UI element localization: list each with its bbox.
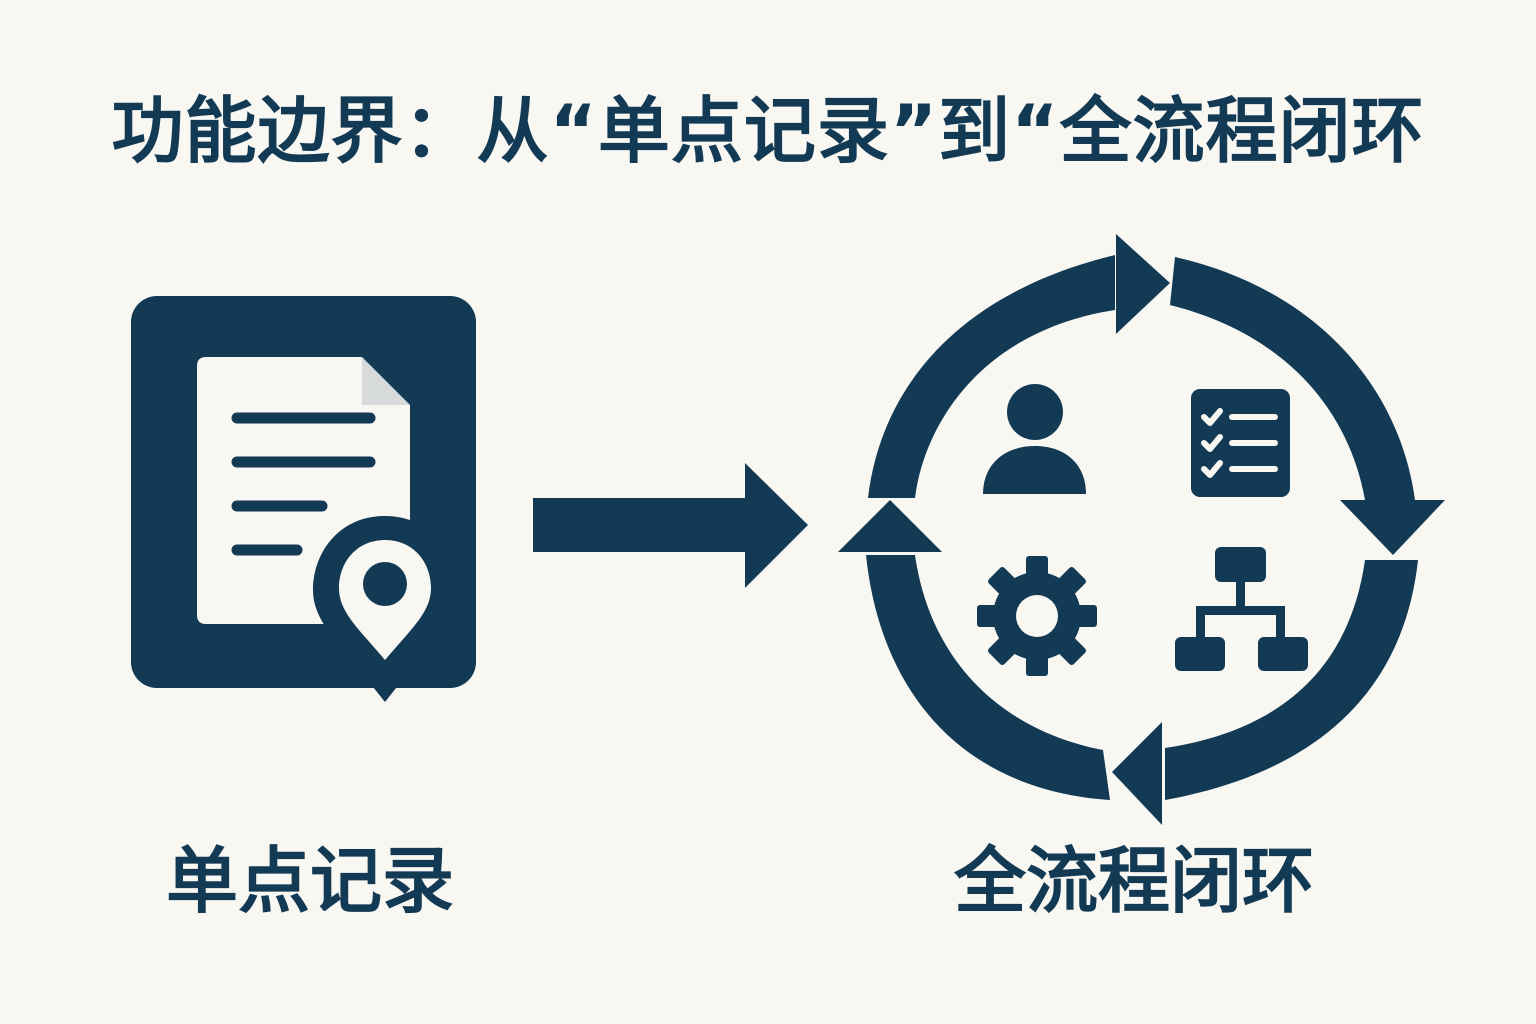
label-single-record: 单点记录: [165, 839, 454, 923]
label-full-process-loop: 全流程闭环: [953, 839, 1314, 923]
hierarchy-icon: [1175, 547, 1308, 671]
gear-icon: [977, 556, 1097, 676]
diagram-title: 功能边界：从“单点记录”到“全流程闭环: [111, 89, 1425, 173]
cycle-arrows-icon: [838, 234, 1445, 825]
user-icon: [983, 384, 1086, 494]
location-pin-icon: [313, 516, 457, 702]
document-location-icon: [131, 296, 476, 702]
transition-arrow: [533, 463, 808, 588]
checklist-icon: [1191, 389, 1290, 497]
